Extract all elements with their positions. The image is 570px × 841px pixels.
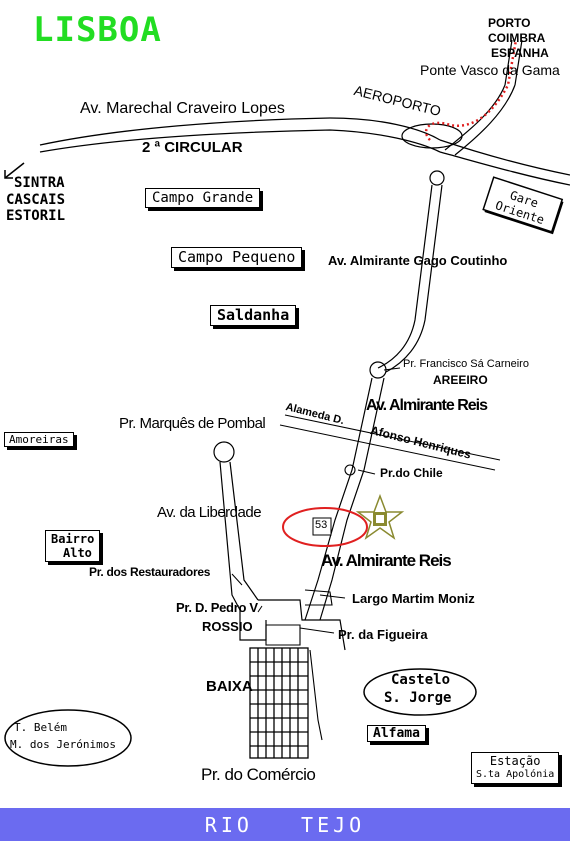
estacao-box: Estação S.ta Apolónia [471, 752, 560, 784]
destination-estoril: ESTORIL [6, 208, 66, 224]
destination-espanha: ESPANHA [491, 46, 549, 60]
river-band [0, 808, 570, 841]
estacao-line-1: Estação [489, 754, 541, 768]
bairro-alto-line-1: Bairro [51, 532, 95, 546]
pr-chile-label: Pr.do Chile [380, 466, 443, 480]
almirante-reis-label-north: Av. Almirante Reis [366, 397, 488, 414]
castelo-line-1: Castelo [391, 672, 451, 688]
road-liberdade [219, 461, 241, 611]
sa-carneiro-label: Pr. Francisco Sá Carneiro [403, 358, 529, 370]
castelo-oval [363, 668, 477, 716]
estacao-line-2: S.ta Apolónia [476, 769, 555, 780]
gago-coutinho-label: Av. Almirante Gago Coutinho [328, 253, 508, 268]
belem-line-1: T. Belém [14, 721, 67, 734]
map-title: LISBOA [33, 10, 162, 50]
av-liberdade-label: Av. da Liberdade [157, 504, 262, 521]
belem-line-2: M. dos Jerónimos [10, 738, 116, 751]
baixa-grid [249, 647, 309, 759]
rossio-label: ROSSIO [202, 619, 253, 634]
marques-pombal-roundabout [213, 441, 235, 463]
hotel-logo [355, 493, 405, 540]
road-marechal-craveiro-lopes [39, 117, 441, 146]
saldanha-box: Saldanha [210, 305, 297, 326]
amoreiras-box: Amoreiras [4, 432, 74, 447]
road-2a-circular [39, 129, 441, 153]
baixa-label: BAIXA [206, 678, 253, 695]
areeiro-label: AREEIRO [433, 373, 488, 387]
bairro-alto-line-2: Alto [63, 546, 92, 560]
castelo-line-2: S. Jorge [384, 690, 452, 706]
areeiro-roundabout [369, 361, 387, 379]
destination-coimbra: COIMBRA [488, 31, 546, 45]
bridge-route [424, 39, 518, 141]
destination-cascais: CASCAIS [6, 192, 66, 208]
almirante-reis-label-south: Av. Almirante Reis [321, 551, 452, 570]
marques-pombal-label: Pr. Marquês de Pombal [119, 415, 266, 432]
road-alameda [284, 414, 501, 461]
comercio-label: Pr. do Comércio [201, 765, 316, 784]
campo-grande-box: Campo Grande [145, 188, 261, 208]
highlight-ring [282, 507, 368, 547]
number-marker [312, 517, 332, 536]
destination-sintra: SINTRA [14, 175, 65, 191]
martim-moniz-label: Largo Martim Moniz [352, 591, 475, 606]
road-almirante-reis [304, 377, 373, 621]
avenue-marechal-label: Av. Marechal Craveiro Lopes [80, 100, 285, 117]
marker-number: 53 [315, 519, 328, 531]
campo-pequeno-box: Campo Pequeno [171, 247, 303, 268]
road-gago-coutinho [377, 184, 433, 369]
restauradores-label: Pr. dos Restauradores [89, 565, 211, 579]
pedro-v-label: Pr. D. Pedro V [176, 600, 258, 615]
river-label: RIO TEJO [204, 813, 366, 837]
destination-porto: PORTO [488, 16, 531, 30]
bridge-label: Ponte Vasco da Gama [420, 62, 560, 78]
alfama-box: Alfama [367, 725, 426, 742]
belem-oval [4, 709, 132, 767]
ring-road-label: 2 ª CIRCULAR [142, 139, 243, 156]
arrow-west-icon [4, 162, 25, 179]
figueira-label: Pr. da Figueira [338, 627, 428, 642]
bairro-alto-box: Bairro Alto [45, 530, 101, 562]
